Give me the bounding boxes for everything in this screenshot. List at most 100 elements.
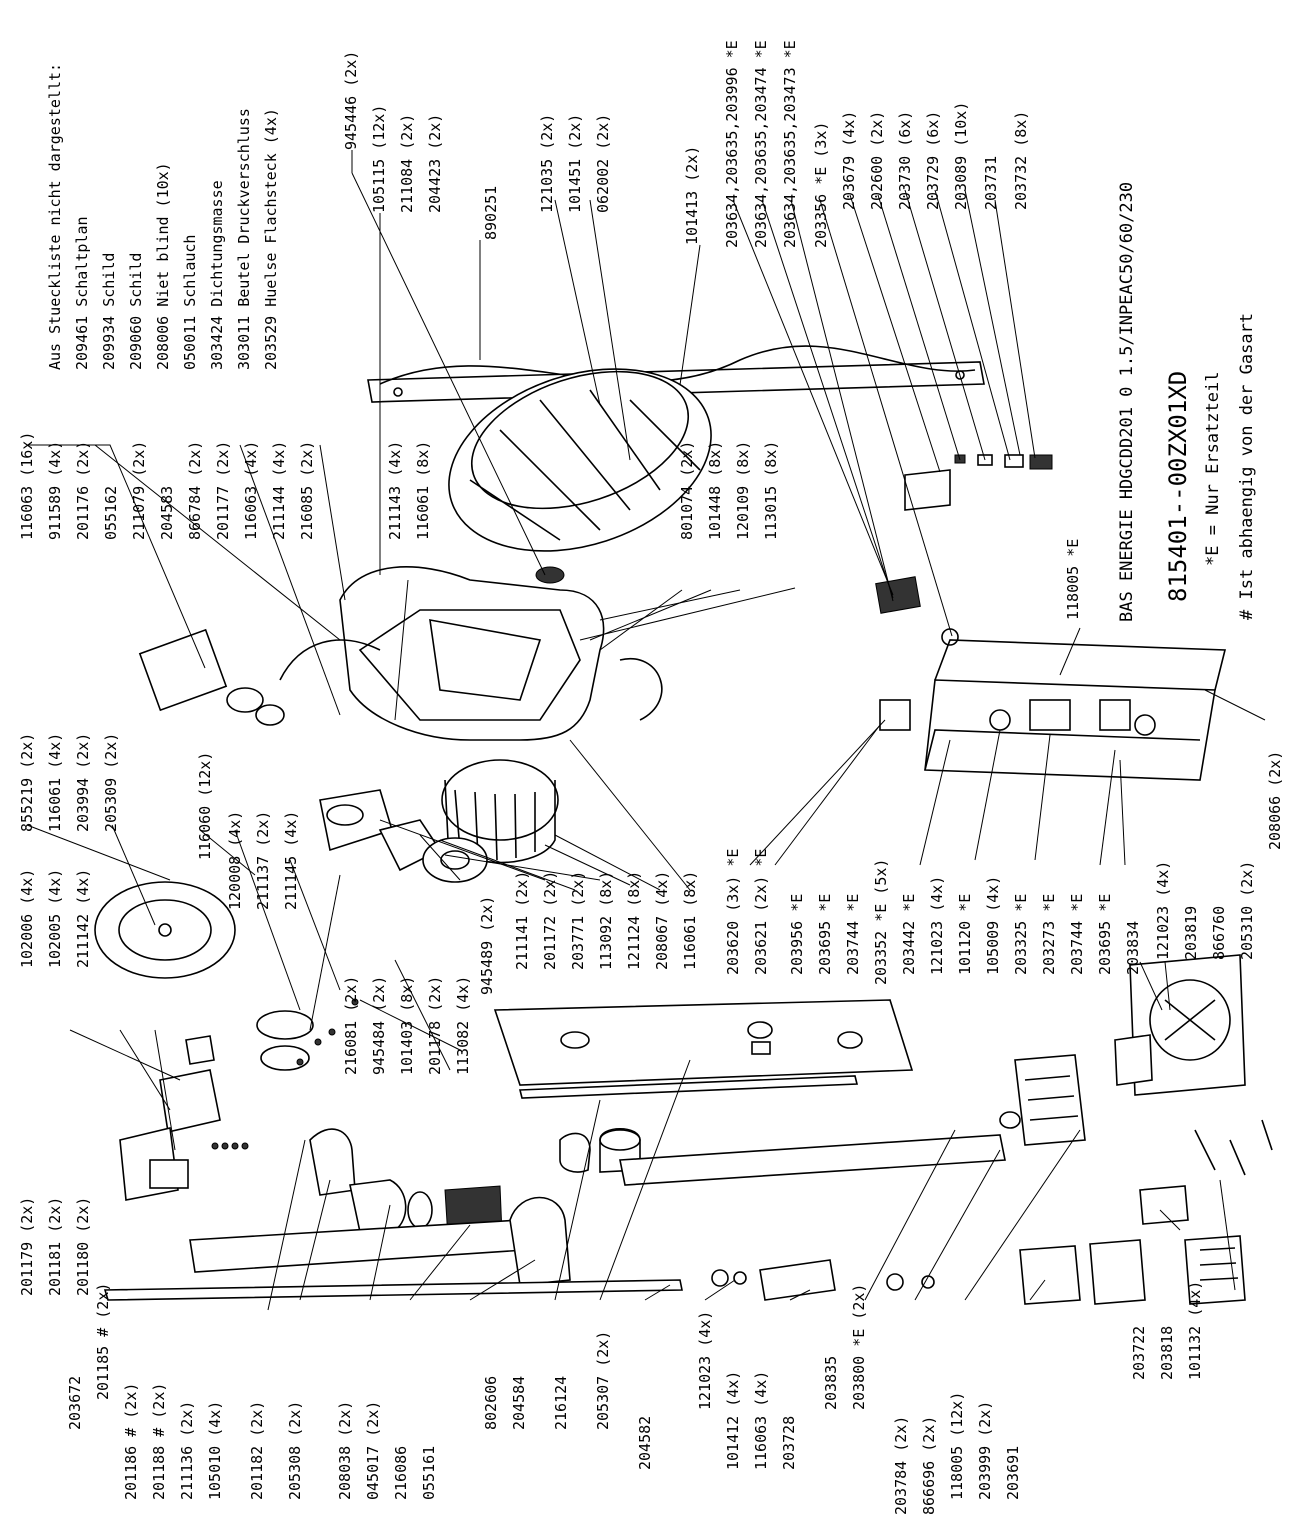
part-label: 203729 (6x) (924, 111, 942, 210)
part-label: 203771 (2x) (569, 871, 587, 970)
part-label: 201182 (2x) (248, 1401, 266, 1500)
notes-item: 303011 Beutel Druckverschluss (235, 108, 253, 370)
part-label: 116063 (16x) (18, 432, 36, 540)
part-label: 211142 (4x) (74, 869, 92, 968)
part-label: 211145 (4x) (282, 811, 300, 910)
inverter-unit (999, 1054, 1086, 1146)
cooling-fan (1114, 954, 1246, 1096)
part-label: 118005 (12x) (948, 1392, 966, 1500)
model-label: BAS ENERGIE HDGCDD201 0 1.5/INPEAC50/60/… (1117, 182, 1137, 622)
part-label: 202600 (2x) (868, 111, 886, 210)
part-label: 105115 (12x) (370, 105, 388, 213)
part-label: 203634,203635,203473 *E (781, 40, 799, 248)
part-label: 201186 # (2x) (122, 1383, 140, 1500)
notes-heading: Aus Stueckliste nicht dargestellt: (46, 63, 64, 370)
part-label: 203695 *E (1096, 894, 1114, 975)
part-label: 911589 (4x) (46, 441, 64, 540)
part-label: 116061 (8x) (681, 871, 699, 970)
part-label: 203634,203635,203996 *E (723, 40, 741, 248)
part-label: 120109 (8x) (734, 441, 752, 540)
part-label: 945446 (2x) (342, 51, 360, 150)
part-label: 204582 (636, 1416, 654, 1470)
part-label: 201178 (2x) (426, 976, 444, 1075)
part-label: 203722 (1130, 1326, 1148, 1380)
notes-item: 209461 Schaltplan (73, 216, 91, 370)
exhaust-pipes (103, 1128, 683, 1301)
driver-modules (1019, 1185, 1246, 1305)
part-label: 203730 (6x) (896, 111, 914, 210)
part-label: 201181 (2x) (46, 1197, 64, 1296)
part-label: 105009 (4x) (984, 876, 1002, 975)
part-label: 201185 # (2x) (94, 1283, 112, 1400)
notes-item: 203529 Huelse Flachsteck (4x) (262, 108, 280, 370)
part-label: 216124 (552, 1376, 570, 1430)
part-label: 205309 (2x) (102, 733, 120, 832)
part-label: 211084 (2x) (398, 114, 416, 213)
part-label: 203956 *E (788, 894, 806, 975)
part-label: 113082 (4x) (454, 976, 472, 1075)
part-label: 120008 (4x) (226, 811, 244, 910)
part-label: 201180 (2x) (74, 1197, 92, 1296)
part-label: 121023 (4x) (696, 1311, 714, 1410)
part-label: 121124 (8x) (625, 871, 643, 970)
part-label: 203784 (2x) (892, 1416, 910, 1515)
part-label: 945484 (2x) (370, 976, 388, 1075)
part-label: 055161 (420, 1446, 438, 1500)
notes-item: 209060 Schild (127, 253, 145, 370)
part-label: 121023 (4x) (1154, 861, 1172, 960)
part-label: 802606 (482, 1376, 500, 1430)
part-label: 866696 (2x) (920, 1416, 938, 1515)
part-label: 211079 (2x) (130, 441, 148, 540)
part-label: 204423 (2x) (426, 114, 444, 213)
part-label: 116060 (12x) (196, 752, 214, 860)
part-label: 208067 (4x) (653, 871, 671, 970)
part-label: 211143 (4x) (386, 441, 404, 540)
drawing-number: 815401--00ZX01XD (1164, 371, 1192, 602)
part-label: 101448 (8x) (706, 441, 724, 540)
part-label: 203728 (780, 1416, 798, 1470)
notes-item: 209934 Schild (100, 253, 118, 370)
part-label: 216086 (392, 1446, 410, 1500)
notes-item: 208006 Niet blind (10x) (154, 162, 172, 370)
part-label: 101412 (4x) (724, 1371, 742, 1470)
part-label: 205307 (2x) (594, 1331, 612, 1430)
part-label: 890251 (482, 186, 500, 240)
part-label: 204583 (158, 486, 176, 540)
control-box (924, 639, 1227, 781)
part-label: 203356 *E (3x) (812, 122, 830, 248)
title-block: BAS ENERGIE HDGCDD201 0 1.5/INPEAC50/60/… (1117, 182, 1257, 622)
part-label: 203999 (2x) (976, 1401, 994, 1500)
part-label: 102006 (4x) (18, 869, 36, 968)
part-label: 203744 *E (1068, 894, 1086, 975)
part-label: 201179 (2x) (18, 1197, 36, 1296)
part-label: 855219 (2x) (18, 733, 36, 832)
part-label: 204584 (510, 1376, 528, 1430)
part-label: 121035 (2x) (538, 114, 556, 213)
part-label: 113015 (8x) (762, 441, 780, 540)
part-label: 866760 (1210, 906, 1228, 960)
part-label: 203273 *E (1040, 894, 1058, 975)
part-label: 203620 (3x) *E (724, 849, 742, 975)
part-label: 116063 (4x) (242, 441, 260, 540)
part-label: 203819 (1182, 906, 1200, 960)
notes-item: 303424 Dichtungsmasse (208, 180, 226, 370)
part-label: 203691 (1004, 1446, 1022, 1500)
parts-artwork (94, 345, 1273, 1305)
notes-item: 050011 Schlauch (181, 235, 199, 370)
part-label: 203800 *E (2x) (850, 1284, 868, 1410)
part-label: 203732 (8x) (1012, 111, 1030, 210)
part-label: 045017 (2x) (364, 1401, 382, 1500)
part-label: 201172 (2x) (541, 871, 559, 970)
part-label: 203352 *E (5x) (872, 859, 890, 985)
part-label: 205308 (2x) (286, 1401, 304, 1500)
legend-e: *E = Nur Ersatzteil (1203, 372, 1223, 566)
screws (211, 998, 1273, 1176)
part-label: 211144 (4x) (270, 441, 288, 540)
part-label: 945489 (2x) (478, 896, 496, 995)
base-plate (493, 999, 914, 1086)
leader-lines (26, 150, 1266, 1311)
part-label: 203834 (1124, 921, 1142, 975)
part-label: 203994 (2x) (74, 733, 92, 832)
part-label: 101132 (4x) (1186, 1281, 1204, 1380)
part-label: 211136 (2x) (178, 1401, 196, 1500)
